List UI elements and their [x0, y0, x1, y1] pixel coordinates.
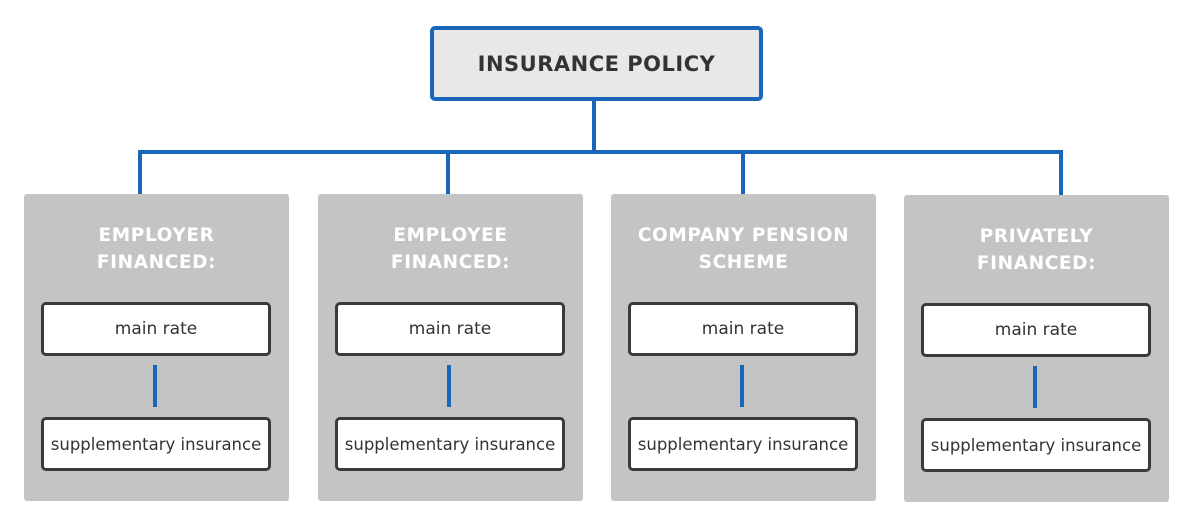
- root-node-label: INSURANCE POLICY: [477, 51, 716, 76]
- connector-horizontal-bus: [138, 150, 1063, 154]
- category-title: COMPANY PENSION SCHEME: [637, 225, 850, 273]
- supplementary-insurance-label: supplementary insurance: [930, 435, 1142, 455]
- inner-connector: [1033, 366, 1037, 408]
- supplementary-insurance-box: supplementary insurance: [41, 417, 271, 471]
- category-title: EMPLOYEE FINANCED:: [390, 225, 511, 273]
- connector-root-down: [592, 100, 596, 153]
- category-panel-privately-financed: PRIVATELY FINANCED: main rate supplement…: [904, 195, 1169, 502]
- root-node-insurance-policy: INSURANCE POLICY: [430, 26, 763, 101]
- category-panel-company-pension-scheme: COMPANY PENSION SCHEME main rate supplem…: [611, 194, 876, 501]
- category-title: PRIVATELY FINANCED:: [976, 226, 1097, 274]
- category-panel-employer-financed: EMPLOYER FINANCED: main rate supplementa…: [24, 194, 289, 501]
- main-rate-box: main rate: [335, 302, 565, 356]
- inner-connector: [447, 365, 451, 407]
- supplementary-insurance-box: supplementary insurance: [335, 417, 565, 471]
- supplementary-insurance-box: supplementary insurance: [628, 417, 858, 471]
- connector-drop-3: [741, 150, 745, 214]
- supplementary-insurance-label: supplementary insurance: [50, 434, 262, 454]
- connector-drop-2: [446, 150, 450, 214]
- inner-connector: [740, 365, 744, 407]
- main-rate-label: main rate: [994, 320, 1078, 340]
- inner-connector: [153, 365, 157, 407]
- main-rate-box: main rate: [41, 302, 271, 356]
- connector-drop-1: [138, 150, 142, 214]
- connector-drop-4: [1059, 150, 1063, 214]
- category-title: EMPLOYER FINANCED:: [96, 225, 217, 273]
- main-rate-label: main rate: [701, 319, 785, 339]
- supplementary-insurance-box: supplementary insurance: [921, 418, 1151, 472]
- category-panel-employee-financed: EMPLOYEE FINANCED: main rate supplementa…: [318, 194, 583, 501]
- main-rate-box: main rate: [628, 302, 858, 356]
- main-rate-label: main rate: [114, 319, 198, 339]
- main-rate-box: main rate: [921, 303, 1151, 357]
- main-rate-label: main rate: [408, 319, 492, 339]
- supplementary-insurance-label: supplementary insurance: [344, 434, 556, 454]
- supplementary-insurance-label: supplementary insurance: [637, 434, 849, 454]
